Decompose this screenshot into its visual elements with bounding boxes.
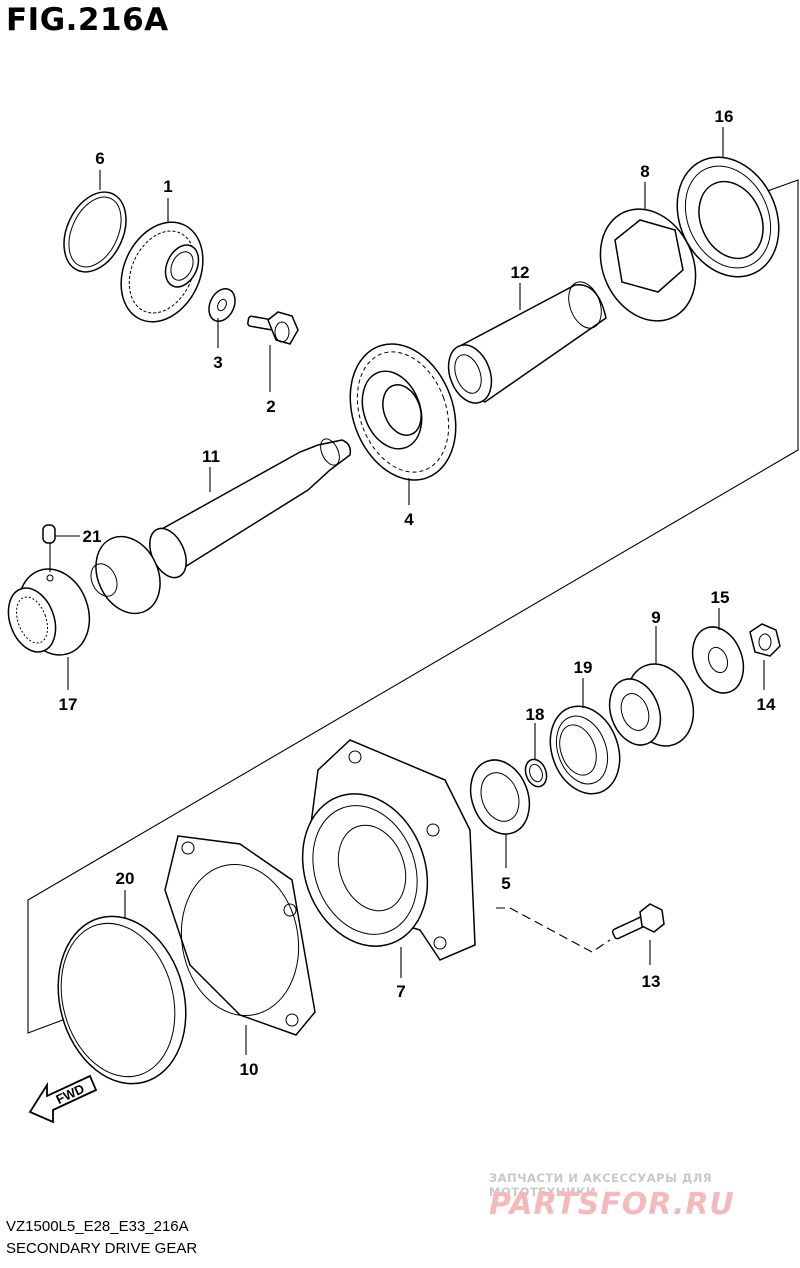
figure-title: FIG.216A <box>6 2 169 38</box>
callout-1: 1 <box>163 177 172 196</box>
callout-15: 15 <box>711 588 730 607</box>
bearing-housing-part-7[interactable] <box>282 739 476 964</box>
callout-3: 3 <box>213 353 222 372</box>
callout-9: 9 <box>651 608 660 627</box>
gasket-part-10[interactable] <box>164 835 316 1036</box>
leader-lines <box>49 127 765 1055</box>
callout-14: 14 <box>757 695 776 714</box>
callout-16: 16 <box>715 107 734 126</box>
callout-2: 2 <box>266 397 275 416</box>
group-frame <box>27 179 799 1034</box>
callout-12: 12 <box>511 263 530 282</box>
watermark-tagline: ЗАПЧАСТИ И АКСЕССУАРЫ ДЛЯ МОТОТЕХНИКИ <box>489 1171 713 1199</box>
o-ring-part-6[interactable] <box>52 182 138 282</box>
pin-part-21[interactable] <box>42 524 56 544</box>
hex-plate-part-8[interactable] <box>583 193 714 336</box>
shaft-part-12[interactable] <box>441 277 607 409</box>
bevel-gear-part-1[interactable] <box>106 209 219 335</box>
callout-5: 5 <box>501 874 510 893</box>
pinion-shaft-part-11[interactable] <box>84 436 352 624</box>
bolt-part-13[interactable] <box>611 903 665 940</box>
needle-bearing-part-17[interactable] <box>0 559 101 665</box>
callout-19: 19 <box>574 658 593 677</box>
bolt-part-2[interactable] <box>247 311 299 345</box>
watermark-logo: PARTSFOR.RU <box>489 1187 735 1222</box>
oil-seal-part-5[interactable] <box>461 752 540 843</box>
callout-18: 18 <box>526 705 545 724</box>
driven-gear-part-4[interactable] <box>332 329 474 495</box>
model-code: VZ1500L5_E28_E33_216A <box>6 1218 189 1235</box>
callout-17: 17 <box>59 695 78 714</box>
oil-seal-part-16[interactable] <box>658 141 797 294</box>
nut-part-14[interactable] <box>749 623 781 657</box>
callout-4: 4 <box>404 510 414 529</box>
washer-part-3[interactable] <box>204 285 240 326</box>
fwd-direction-arrow: FWD <box>28 1074 98 1124</box>
bearing-part-19[interactable] <box>539 696 632 803</box>
figure-description: SECONDARY DRIVE GEAR <box>6 1240 198 1257</box>
callout-13: 13 <box>642 972 661 991</box>
fwd-label: FWD <box>54 1081 87 1107</box>
callout-8: 8 <box>640 162 649 181</box>
coupling-part-9[interactable] <box>601 655 705 756</box>
ring-part-20[interactable] <box>40 902 204 1098</box>
callout-11: 11 <box>202 447 220 466</box>
o-ring-part-18[interactable] <box>522 756 550 789</box>
callout-labels: 6 1 3 2 4 12 8 16 11 21 17 9 15 14 19 18… <box>59 107 776 1079</box>
callout-10: 10 <box>240 1060 259 1079</box>
callout-21: 21 <box>83 527 102 546</box>
callout-7: 7 <box>396 982 405 1001</box>
callout-20: 20 <box>116 869 135 888</box>
washer-part-15[interactable] <box>684 620 752 700</box>
callout-6: 6 <box>95 149 104 168</box>
